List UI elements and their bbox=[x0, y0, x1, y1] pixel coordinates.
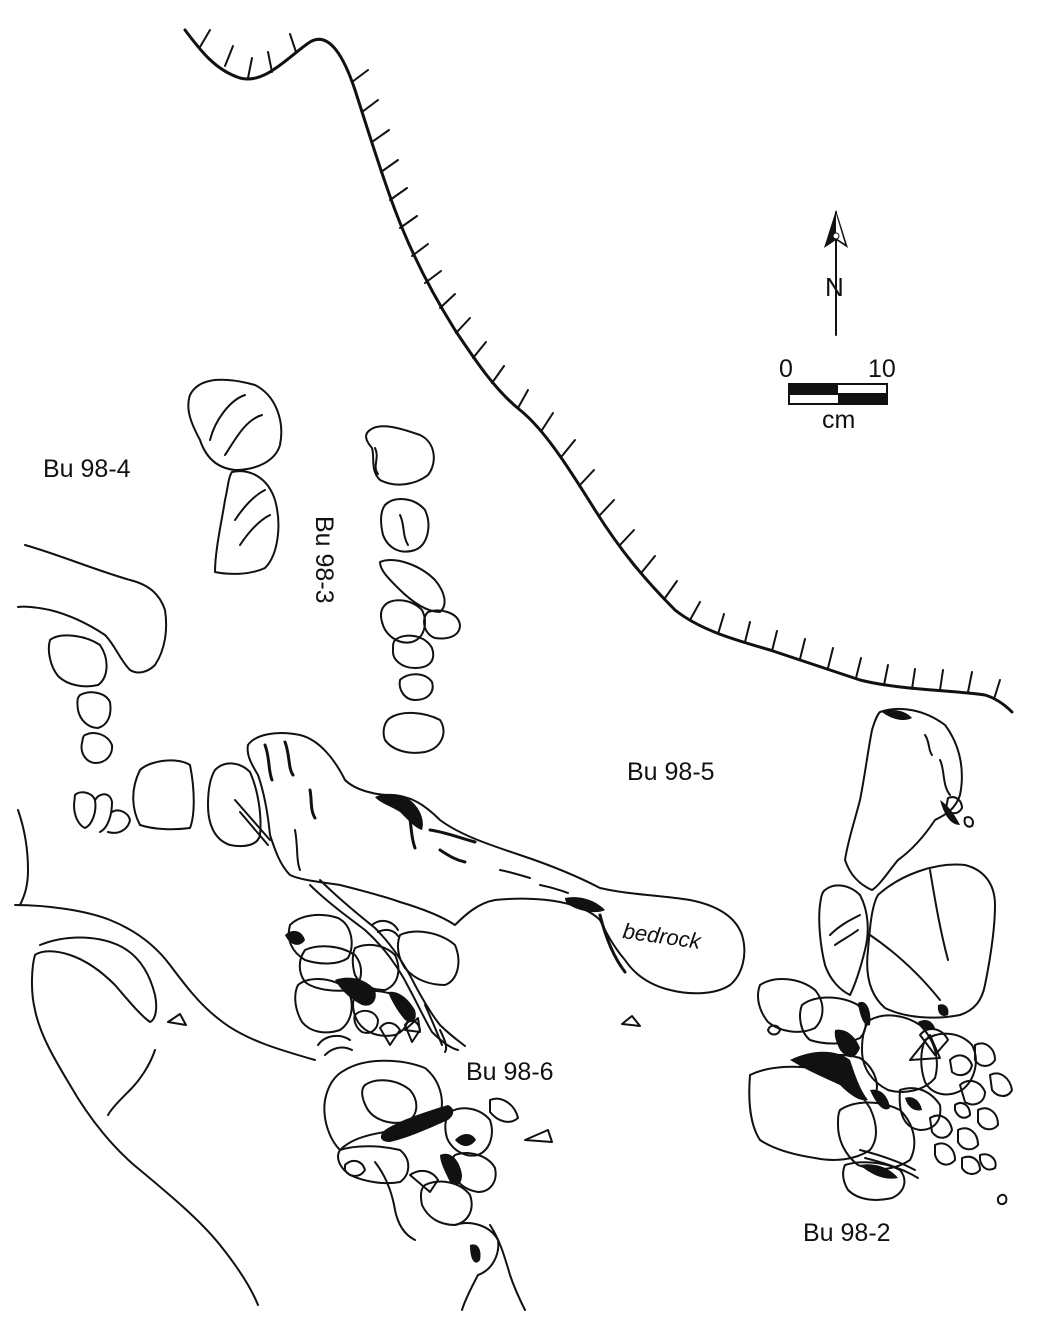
north-letter: N bbox=[825, 272, 844, 302]
stone-cluster-bu-98-3 bbox=[366, 426, 460, 753]
slope-edge-hachured bbox=[185, 30, 1012, 712]
stone-cluster-bu-98-6 bbox=[285, 880, 552, 1310]
label-bedrock: bedrock bbox=[621, 918, 703, 954]
label-bu-98-6: Bu 98-6 bbox=[466, 1058, 554, 1086]
left-wall-features bbox=[15, 545, 315, 1305]
stone-cluster-bu-98-2 bbox=[749, 709, 1012, 1204]
label-bu-98-2: Bu 98-2 bbox=[803, 1219, 891, 1247]
scale-unit-label: cm bbox=[822, 406, 855, 434]
scale-min-label: 0 bbox=[779, 355, 793, 383]
scale-max-label: 10 bbox=[868, 355, 896, 383]
scale-bar: 0 10 cm bbox=[779, 355, 896, 434]
north-arrow: N bbox=[824, 210, 848, 335]
stone-cluster-bu-98-4 bbox=[188, 380, 281, 574]
small-markers bbox=[622, 1016, 640, 1026]
label-bu-98-5: Bu 98-5 bbox=[627, 758, 715, 786]
label-bu-98-4: Bu 98-4 bbox=[43, 455, 131, 483]
label-bu-98-3: Bu 98-3 bbox=[310, 516, 338, 604]
